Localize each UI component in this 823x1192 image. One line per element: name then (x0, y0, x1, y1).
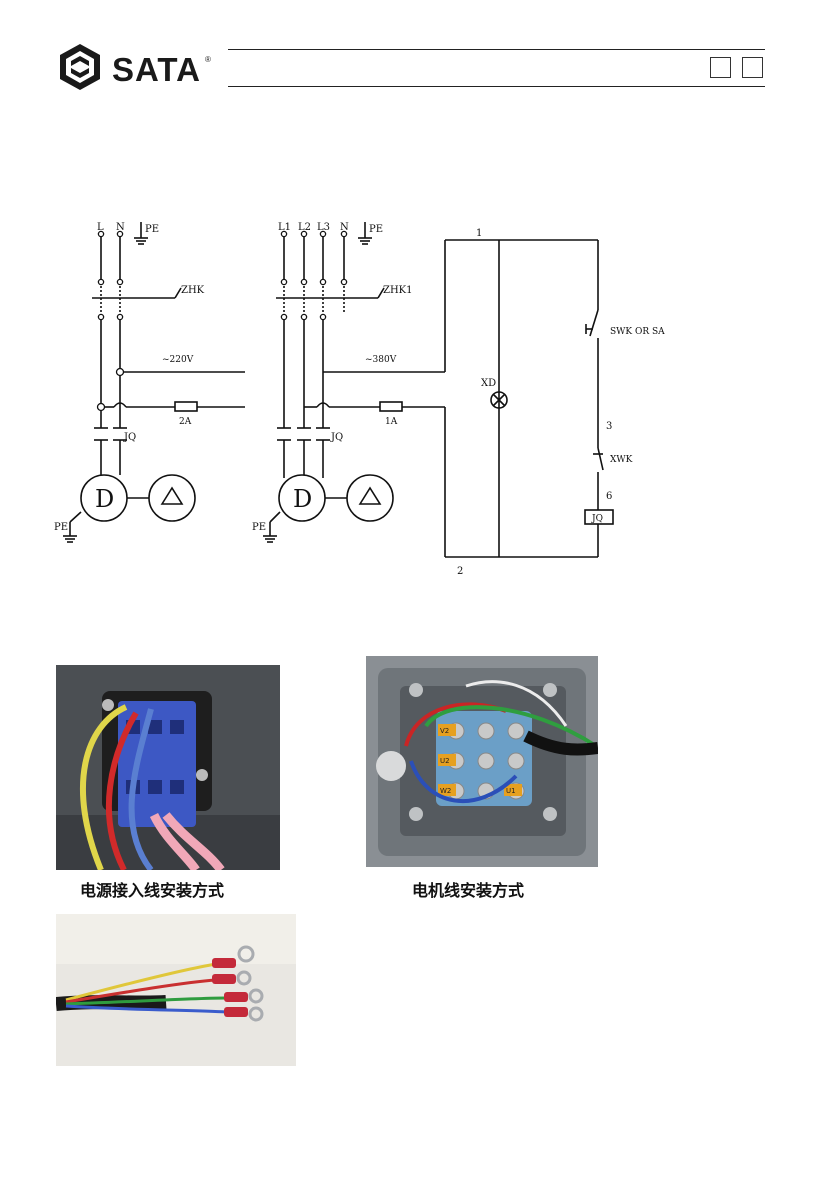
label-zhk1: ZHK1 (383, 285, 413, 296)
label-pe-top-3ph: PE (369, 224, 383, 235)
header-rule-bottom (228, 86, 765, 87)
label-l3: L3 (317, 222, 330, 233)
label-zhk: ZHK (181, 285, 205, 296)
label-node-3: 3 (606, 421, 612, 432)
label-jq-coil: JQ (591, 514, 603, 524)
label-pe-bottom: PE (54, 522, 68, 533)
brand-name: SATA (112, 51, 201, 89)
page-header: SATA ® (0, 0, 823, 100)
cable-terminals-photo (56, 914, 296, 1066)
label-swk: SWK OR SA (610, 327, 665, 337)
label-pe-bottom-3ph: PE (252, 522, 266, 533)
motor-terminal-photo: V2 U2 W2 U1 (366, 656, 598, 867)
motor-d-2: D (293, 485, 312, 513)
caption-motor-wiring: 电机线安装方式 (412, 877, 524, 901)
page-box-left (710, 57, 731, 78)
tag-v2: V2 (440, 727, 449, 735)
registered-mark: ® (205, 55, 211, 64)
label-jq-2: JQ (330, 432, 343, 443)
label-220v: ~220V (162, 355, 194, 365)
label-fuse-2a: 2A (179, 417, 192, 427)
label-l2: L2 (298, 222, 311, 233)
label-xd: XD (481, 378, 496, 389)
label-node-2: 2 (457, 566, 463, 577)
label-380v: ~380V (365, 355, 397, 365)
tag-u1: U1 (506, 787, 516, 795)
label-jq-1: JQ (123, 432, 136, 443)
power-switch-photo (56, 665, 280, 870)
label-n-3ph: N (340, 222, 349, 233)
label-node-6: 6 (606, 491, 612, 502)
label-l1: L1 (278, 222, 291, 233)
label-pe-top: PE (145, 224, 159, 235)
label-l: L (97, 222, 104, 233)
label-fuse-1a: 1A (385, 417, 398, 427)
page-box-right (742, 57, 763, 78)
tag-w2: W2 (440, 787, 451, 795)
caption-power-wiring: 电源接入线安装方式 (80, 877, 224, 901)
label-node-1: 1 (476, 228, 482, 239)
motor-d-1: D (95, 485, 114, 513)
label-n: N (116, 222, 125, 233)
wiring-diagram: L N PE ZHK ~220V 2A JQ D PE L1 L2 L3 N P… (40, 200, 760, 590)
tag-u2: U2 (440, 757, 450, 765)
label-xwk: XWK (610, 455, 633, 465)
header-rule-top (228, 49, 765, 50)
